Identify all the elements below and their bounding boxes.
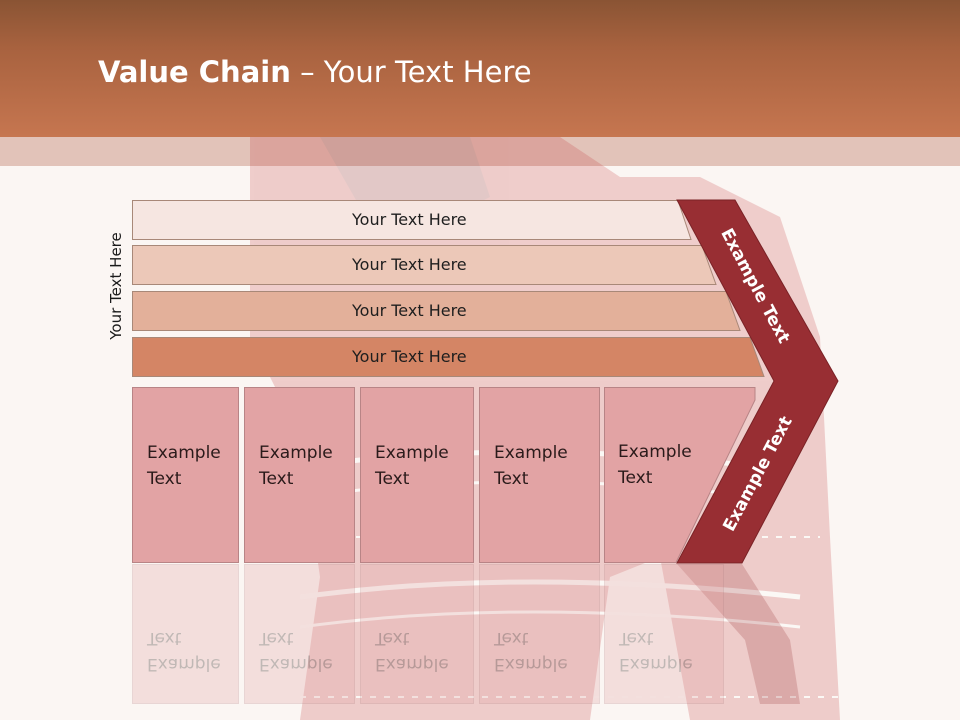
- activity-column-2-label: Example Text: [259, 443, 333, 489]
- header-band: [0, 137, 960, 166]
- value-bar-2-fill: [132, 245, 717, 285]
- slide-title-rest: – Your Text Here: [290, 55, 532, 89]
- value-bar-3-fill: [132, 291, 741, 331]
- activity-column-4-label: Example Text: [494, 443, 568, 489]
- activity-column-3-label: Example Text: [375, 443, 449, 489]
- activity-column-5-shape: [604, 387, 756, 563]
- reflection-column-3-label: Example Text: [375, 628, 449, 674]
- activity-column-1: Example Text: [132, 387, 239, 563]
- columns-reflection: Example Text Example Text Example Text E…: [0, 564, 960, 704]
- reflection-column-3: Example Text: [360, 564, 474, 704]
- activity-column-1-label: Example Text: [147, 443, 221, 489]
- reflection-column-5-label: Example Text: [619, 628, 693, 674]
- value-bar-1-shape: [132, 200, 692, 240]
- value-bar-1-fill: [132, 200, 692, 240]
- value-bar-3-label: Your Text Here: [352, 301, 467, 320]
- reflection-column-2: Example Text: [244, 564, 355, 704]
- reflection-column-5: Example Text: [604, 564, 724, 704]
- reflection-column-4-label: Example Text: [494, 628, 568, 674]
- reflection-column-1: Example Text: [132, 564, 239, 704]
- value-bar-4-label: Your Text Here: [352, 347, 467, 366]
- activity-column-3: Example Text: [360, 387, 474, 563]
- activity-column-4: Example Text: [479, 387, 600, 563]
- reflection-column-1-label: Example Text: [147, 628, 221, 674]
- chevron-reflection: [677, 564, 800, 704]
- value-bar-4-shape: [132, 337, 765, 377]
- value-bar-1-label: Your Text Here: [352, 210, 467, 229]
- header-bar: [0, 0, 960, 137]
- reflection-column-4: Example Text: [479, 564, 600, 704]
- slide-title-bold: Value Chain: [98, 55, 291, 89]
- activity-column-5-label: Example Text: [618, 442, 692, 488]
- value-bar-2-label: Your Text Here: [352, 255, 467, 274]
- value-bar-3-shape: [132, 291, 741, 331]
- value-bar-4-fill: [132, 337, 765, 377]
- reflection-column-2-label: Example Text: [259, 628, 333, 674]
- slide-title: Value Chain – Your Text Here: [98, 55, 532, 89]
- value-chevron-shape: [676, 199, 839, 564]
- value-bar-2-shape: [132, 245, 717, 285]
- activity-column-2: Example Text: [244, 387, 355, 563]
